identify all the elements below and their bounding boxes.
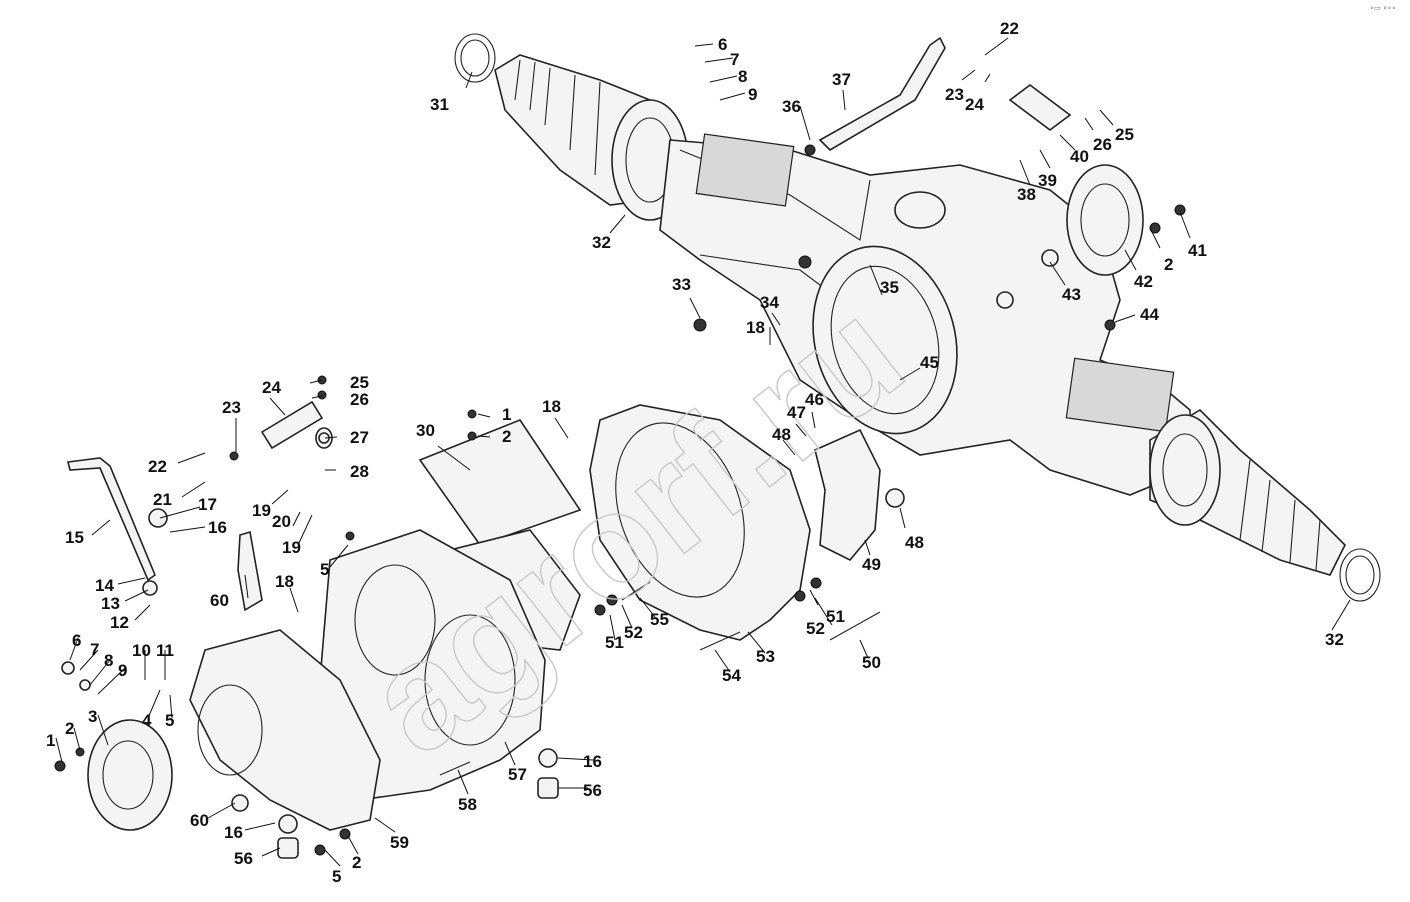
callout-16-mid: 16: [583, 752, 602, 771]
callout-52-left: 52: [624, 623, 643, 642]
callout-56-mid: 56: [583, 781, 602, 800]
callout-27: 27: [350, 428, 369, 447]
callout-14: 14: [95, 576, 114, 595]
seal-ring-31: [1339, 548, 1381, 602]
callout-36: 37: [832, 70, 851, 89]
callout-35: 36: [782, 97, 801, 116]
callout-19-a: 19: [252, 501, 271, 520]
callout-9-top: 9: [748, 85, 757, 104]
callout-25-left: 25: [350, 373, 369, 392]
callout-23-top: 23: [945, 85, 964, 104]
callout-58: 58: [458, 795, 477, 814]
callout-46: 47: [787, 403, 806, 422]
callout-7-top: 7: [730, 50, 739, 69]
callout-26-left: 26: [350, 390, 369, 409]
callout-51-left: 51: [605, 633, 624, 652]
callout-15: 15: [65, 528, 84, 547]
callout-51-right: 51: [826, 607, 845, 626]
callout-43: 44: [1140, 305, 1159, 324]
callout-30: 31: [430, 95, 449, 114]
callout-44: 45: [920, 353, 939, 372]
callout-13: 13: [101, 594, 120, 613]
callout-47: 48: [772, 425, 791, 444]
callout-11: 11: [156, 641, 174, 660]
callout-19-b: 19: [282, 538, 301, 557]
leader-lines: [55, 37, 1351, 867]
callout-18-left: 18: [275, 572, 294, 591]
callout-24-top: 24: [965, 95, 984, 114]
seal-ring-30: [454, 33, 496, 83]
callout-31-top: 32: [592, 233, 611, 252]
callout-20: 20: [272, 512, 291, 531]
callout-31-bottom: 32: [1325, 630, 1344, 649]
callout-21: 21: [153, 490, 172, 509]
callout-3: 3: [88, 707, 97, 726]
transfer-case: [54, 375, 881, 859]
callout-16-upper: 16: [208, 518, 227, 537]
callout-10: 10: [132, 641, 151, 660]
callout-34: 35: [880, 278, 899, 297]
callout-60-upper: 60: [210, 591, 229, 610]
callout-39: 40: [1070, 147, 1089, 166]
callout-48: 48: [905, 533, 924, 552]
callout-1-mid: 1: [502, 405, 511, 424]
callout-45: 46: [805, 390, 824, 409]
callout-16-lower: 16: [224, 823, 243, 842]
callout-labels: 31 6 7 8 9 37 36 22 23 24 25 26 40 39 38…: [46, 19, 1344, 886]
callout-40: 41: [1188, 241, 1207, 260]
callout-50: 50: [862, 653, 881, 672]
callout-24-left: 24: [262, 378, 281, 397]
callout-6-top: 6: [718, 35, 727, 54]
callout-9-left: 9: [118, 661, 127, 680]
callout-52-right: 52: [806, 619, 825, 638]
callout-1-left: 1: [46, 731, 55, 750]
callout-49: 49: [862, 555, 881, 574]
callout-4: 4: [142, 711, 152, 730]
callout-38: 39: [1038, 171, 1057, 190]
callout-41: 42: [1134, 272, 1153, 291]
callout-5-bottom: 5: [332, 867, 341, 886]
callout-56-lower: 56: [234, 849, 253, 868]
callout-53: 53: [756, 647, 775, 666]
axle-housing: [454, 33, 1381, 602]
callout-59: 59: [390, 833, 409, 852]
callout-2-right: 2: [1164, 255, 1173, 274]
callout-5-upper: 5: [320, 560, 329, 579]
callout-26-top: 26: [1093, 135, 1112, 154]
callout-8-left: 8: [104, 651, 113, 670]
callout-17: 17: [198, 495, 217, 514]
callout-6-left: 6: [72, 631, 81, 650]
callout-5-left: 5: [165, 711, 174, 730]
callout-60-lower: 60: [190, 811, 209, 830]
callout-28: 28: [350, 462, 369, 481]
callout-55: 55: [650, 610, 669, 629]
callout-7-left: 7: [90, 640, 99, 659]
callout-22-left: 22: [148, 457, 167, 476]
callout-32: 33: [672, 275, 691, 294]
callout-54: 54: [722, 666, 741, 685]
callout-2-left: 2: [65, 719, 74, 738]
callout-57: 57: [508, 765, 527, 784]
callout-8-top: 8: [738, 67, 747, 86]
callout-2-bottom: 2: [352, 853, 361, 872]
callout-18-mid: 18: [746, 318, 765, 337]
callout-18-upper: 18: [542, 397, 561, 416]
callout-12: 12: [110, 613, 129, 632]
callout-33: 34: [760, 293, 779, 312]
corner-mark: ∘▭ ∘∘∘: [1369, 4, 1396, 12]
callout-22-top: 22: [1000, 19, 1019, 38]
callout-25-top: 25: [1115, 125, 1134, 144]
callout-37: 38: [1017, 185, 1036, 204]
callout-23-left: 23: [222, 398, 241, 417]
callout-2-mid: 2: [502, 427, 511, 446]
callout-29: 30: [416, 421, 435, 440]
callout-42: 43: [1062, 285, 1081, 304]
